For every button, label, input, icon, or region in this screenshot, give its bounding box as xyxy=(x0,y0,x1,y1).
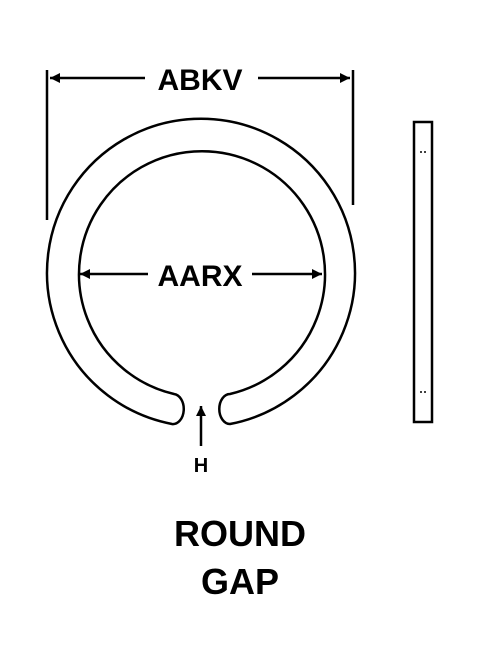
ring-outline xyxy=(45,117,357,426)
title-line-1: ROUND xyxy=(174,513,306,554)
title-line-2: GAP xyxy=(200,561,279,602)
gap-label: H xyxy=(194,455,208,477)
outer-diameter-label: ABKV xyxy=(157,64,242,97)
ring-side-view xyxy=(412,120,434,424)
inner-diameter-label: AARX xyxy=(157,260,242,293)
